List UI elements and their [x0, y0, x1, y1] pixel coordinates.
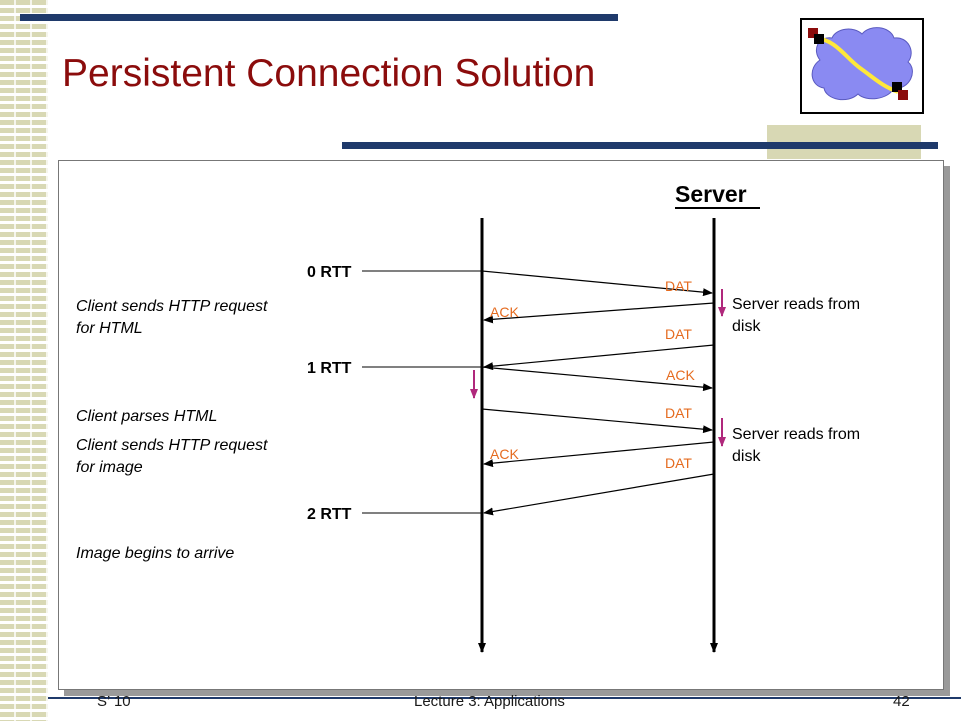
arrow-server-to-client-3 [483, 441, 715, 468]
msg-label-dat-4: DAT [665, 455, 692, 471]
rtt-label-1: 1 RTT [307, 360, 352, 377]
msg-label-dat-3: DAT [665, 405, 692, 421]
left-stripe-grid [0, 0, 48, 721]
rtt-label-0: 0 RTT [307, 264, 352, 281]
client-note-parse-html: Client parses HTML [76, 408, 217, 425]
footer-rule [48, 697, 961, 699]
footer-page-number: 42 [893, 693, 910, 710]
msg-label-dat-1: DAT [665, 278, 692, 294]
server-note-read-disk-2a: Server reads from [732, 426, 860, 443]
diagram-panel [58, 160, 944, 690]
server-note-read-disk-1b: disk [732, 318, 761, 335]
client-note-request-image-1: Client sends HTTP request [76, 437, 268, 454]
header-rule [342, 142, 938, 149]
rtt-label-2: 2 RTT [307, 506, 352, 523]
msg-label-ack-2: ACK [666, 367, 695, 383]
network-cloud-icon [800, 18, 924, 114]
footer-term: S’ 10 [97, 693, 131, 710]
msg-label-ack-3: ACK [490, 446, 519, 462]
server-note-read-disk-1a: Server reads from [732, 296, 860, 313]
client-note-request-html-1: Client sends HTTP request [76, 298, 268, 315]
footer-course: Lecture 3: Applications [414, 693, 565, 710]
arrow-server-to-client-2 [483, 344, 715, 371]
msg-label-ack-1: ACK [490, 304, 519, 320]
msg-label-dat-2: DAT [665, 326, 692, 342]
arrow-server-to-client-1 [483, 302, 715, 324]
arrow-client-to-server-3 [481, 408, 713, 434]
arrow-client-to-server-1 [481, 270, 713, 297]
server-label: Server [675, 181, 747, 207]
slide-title: Persistent Connection Solution [62, 52, 596, 95]
client-note-request-html-2: for HTML [76, 320, 143, 337]
server-note-read-disk-2b: disk [732, 448, 761, 465]
client-note-image-arrive: Image begins to arrive [76, 545, 234, 562]
top-rule [20, 14, 618, 21]
arrow-client-to-server-2 [481, 366, 713, 392]
arrow-server-to-client-4 [483, 473, 715, 516]
client-note-request-image-2: for image [76, 459, 143, 476]
